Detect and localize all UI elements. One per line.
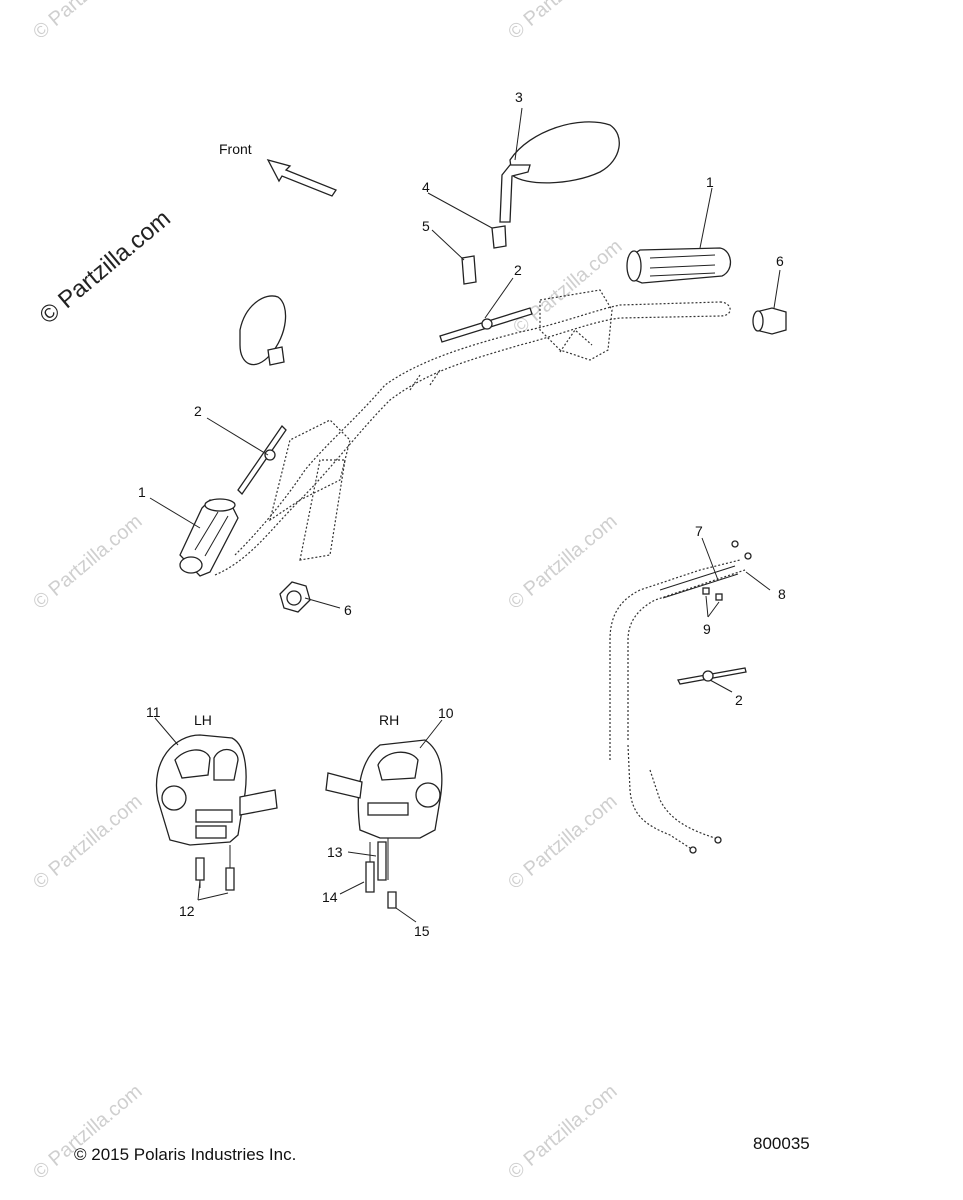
watermark: © Partzilla.com — [29, 1080, 146, 1183]
callout-8: 8 — [778, 586, 786, 602]
watermark: © Partzilla.com — [504, 510, 621, 613]
callout-2: 2 — [194, 403, 202, 419]
drawing-number: 800035 — [753, 1134, 810, 1153]
cable-tie-upper — [439, 307, 533, 343]
watermark: © Partzilla.com — [504, 1080, 621, 1183]
watermark: © Partzilla.com — [504, 0, 621, 44]
callout-3: 3 — [515, 89, 523, 105]
front-arrow: Front — [219, 141, 337, 197]
callout-5: 5 — [422, 218, 430, 234]
watermark-main: © Partzilla.com — [35, 205, 176, 330]
callout-12: 12 — [179, 903, 195, 919]
callout-10: 10 — [438, 705, 454, 721]
callout-6: 6 — [776, 253, 784, 269]
callout-1: 1 — [706, 174, 714, 190]
leader-lines — [149, 107, 781, 923]
callout-9: 9 — [703, 621, 711, 637]
copyright-notice: © 2015 Polaris Industries Inc. — [74, 1145, 296, 1164]
callout-2: 2 — [735, 692, 743, 708]
watermark: © Partzilla.com — [504, 790, 621, 893]
front-label: Front — [219, 141, 252, 157]
callout-11: 11 — [146, 704, 161, 720]
cable-tie-left — [237, 424, 287, 496]
callout-1: 1 — [138, 484, 146, 500]
mirror-right — [461, 121, 620, 285]
callout-4: 4 — [422, 179, 430, 195]
end-cap-left — [279, 581, 311, 613]
watermark: © Partzilla.com — [29, 790, 146, 893]
watermark: © Partzilla.com — [29, 510, 146, 613]
grip-left — [179, 498, 239, 577]
callout-2: 2 — [514, 262, 522, 278]
mirror-left — [239, 295, 287, 366]
handlebar — [214, 289, 731, 576]
switch-housing-lh — [155, 734, 278, 891]
callout-13: 13 — [327, 844, 343, 860]
grip-right — [626, 247, 732, 284]
throttle-cables — [609, 540, 752, 854]
watermark: © Partzilla.com — [29, 0, 146, 44]
callout-15: 15 — [414, 923, 430, 939]
watermark: © Partzilla.com — [509, 235, 626, 338]
callout-14: 14 — [322, 889, 338, 905]
switch-housing-rh — [325, 739, 443, 909]
label-lh: LH — [194, 712, 212, 728]
label-rh: RH — [379, 712, 399, 728]
end-cap-right — [752, 307, 787, 335]
callout-6: 6 — [344, 602, 352, 618]
callout-7: 7 — [695, 523, 703, 539]
callouts: 3 4 5 1 2 6 2 1 6 7 8 9 2 11 LH RH 10 12… — [138, 89, 786, 939]
